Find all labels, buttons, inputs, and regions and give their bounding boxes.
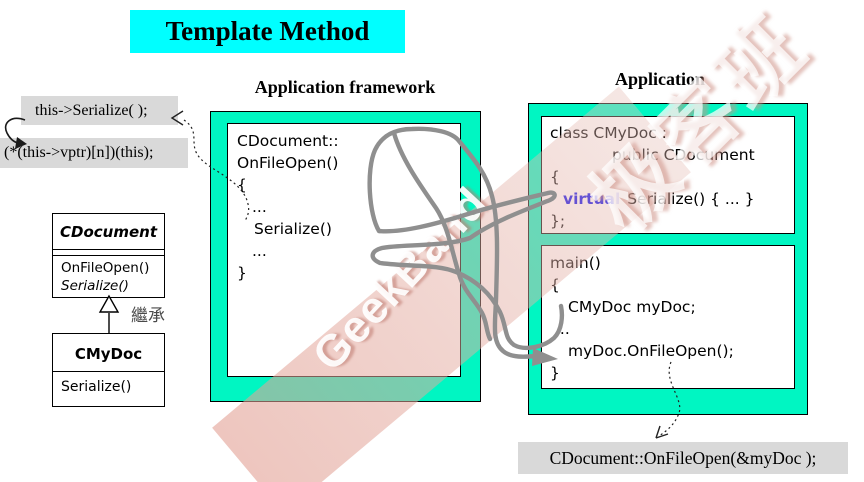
code-line: CMyDoc myDoc;: [568, 298, 696, 316]
code-line: myDoc.OnFileOpen();: [568, 342, 734, 360]
dotted-link-arrowhead-down-icon: [655, 425, 669, 439]
code-line: {: [237, 176, 247, 194]
class-code-box: class CMyDoc : public CDocument { virtua…: [541, 116, 795, 234]
uml-attr-compartment: [53, 250, 164, 256]
uml-inheritance-triangle-icon: [98, 294, 120, 313]
code-line: };: [550, 212, 566, 230]
application-panel: class CMyDoc : public CDocument { virtua…: [528, 103, 808, 415]
code-line: OnFileOpen(): [237, 154, 339, 172]
uml-derived-class-box: CMyDoc Serialize(): [52, 333, 165, 407]
vtbl-call-note: (*(this->vptr)[n])(this);: [0, 138, 188, 168]
code-line: }: [237, 264, 247, 282]
slide-title: Template Method: [130, 10, 405, 53]
uml-method: Serialize(): [61, 379, 132, 395]
code-line: Serialize(): [254, 220, 332, 238]
code-line: class CMyDoc :: [550, 124, 667, 142]
virtual-keyword: virtual: [563, 190, 621, 208]
code-line: {: [550, 168, 560, 186]
uml-method-virtual: Serialize(): [61, 278, 129, 294]
framework-code-box: CDocument:: OnFileOpen() { ... Serialize…: [227, 123, 461, 377]
framework-panel: CDocument:: OnFileOpen() { ... Serialize…: [210, 111, 481, 402]
uml-base-methods: OnFileOpen() Serialize(): [53, 256, 164, 295]
code-line: {: [550, 276, 560, 294]
code-line: public CDocument: [612, 146, 755, 164]
code-line: ...: [555, 320, 570, 338]
resolved-call-note: CDocument::OnFileOpen(&myDoc );: [518, 442, 848, 474]
main-code-box: main() { CMyDoc myDoc; ... myDoc.OnFileO…: [541, 245, 795, 389]
inheritance-label: 繼承: [131, 306, 165, 325]
code-line: ...: [252, 242, 267, 260]
code-line: }: [550, 364, 560, 382]
virtual-rest: Serialize() { ... }: [627, 190, 755, 208]
uml-base-class-name: CDocument: [53, 214, 164, 250]
code-line: CDocument::: [237, 132, 339, 150]
uml-method: OnFileOpen(): [61, 260, 150, 276]
call-site-note: this->Serialize( );: [21, 96, 178, 125]
uml-base-class-box: CDocument OnFileOpen() Serialize(): [52, 213, 165, 298]
code-line: ...: [252, 198, 267, 216]
uml-derived-methods: Serialize(): [53, 372, 164, 397]
application-heading: Application: [614, 69, 706, 89]
code-line: main(): [550, 254, 601, 272]
framework-heading: Application framework: [254, 77, 436, 97]
uml-derived-class-name: CMyDoc: [53, 334, 164, 372]
code-line-virtual: virtual Serialize() { ... }: [563, 188, 794, 210]
